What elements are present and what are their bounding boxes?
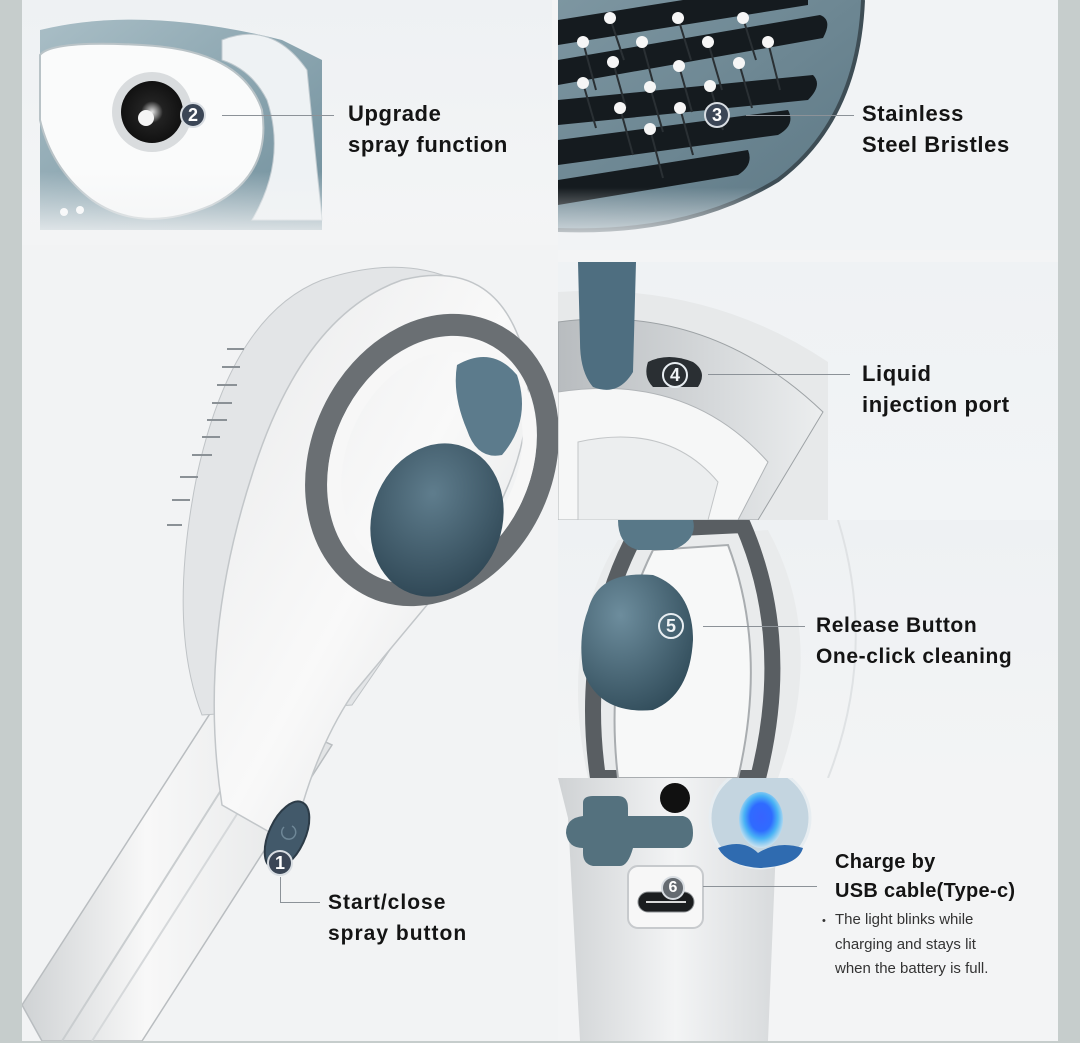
panel-spray-function: 2 Upgrade spray function: [22, 0, 552, 245]
feature-title-line-1: Upgrade: [348, 101, 442, 126]
charging-led-indicator: [739, 792, 783, 848]
brush-product-illustration: [22, 266, 558, 1041]
feature-title-line-1: Charge by: [835, 851, 936, 873]
callout-leader-line: [703, 626, 805, 627]
feature-title: Upgrade spray function: [348, 98, 508, 160]
callout-leader-line: [703, 886, 817, 887]
callout-leader-line: [708, 374, 850, 375]
panel-liquid-injection-port: 4 Liquid injection port: [558, 262, 1058, 520]
charging-note-line-1: • The light blinks while: [822, 908, 988, 933]
panel-main-product: 1 Start/close spray button: [22, 245, 558, 1041]
feature-title: Start/close spray button: [328, 887, 467, 949]
callout-leader-line: [222, 115, 334, 116]
feature-title-line-2: injection port: [862, 392, 1010, 417]
feature-title: Liquid injection port: [862, 358, 1010, 420]
feature-number-badge: 3: [704, 102, 730, 128]
feature-number-badge: 4: [662, 362, 688, 388]
feature-number-badge: 5: [658, 613, 684, 639]
spray-nozzle-illustration: [22, 0, 552, 245]
feature-title-line-1: Release Button: [816, 614, 978, 637]
feature-number-badge: 6: [661, 876, 685, 900]
feature-title: Stainless Steel Bristles: [862, 98, 1010, 160]
feature-title: Charge by USB cable(Type-c): [835, 848, 1015, 906]
panel-usb-charging: 6 Charge by USB cable(Type-c) • The light…: [558, 778, 1058, 1041]
feature-number-badge: 2: [180, 102, 206, 128]
callout-leader-line: [280, 902, 320, 903]
feature-title-line-2: USB cable(Type-c): [835, 880, 1016, 902]
power-icon: [280, 825, 297, 840]
injection-port-illustration: [558, 262, 828, 520]
panel-release-button: 5 Release Button One-click cleaning: [558, 520, 1058, 778]
feature-title: Release Button One-click cleaning: [816, 610, 1012, 672]
feature-title-line-2: Steel Bristles: [862, 132, 1010, 157]
charging-note: • The light blinks while charging and sta…: [822, 908, 988, 981]
feature-title-line-2: spray function: [348, 132, 508, 157]
charging-note-line-3: when the battery is full.: [835, 960, 989, 977]
charging-note-line-2: charging and stays lit: [835, 936, 976, 953]
bullet: •: [822, 915, 826, 927]
feature-infographic: 2 Upgrade spray function: [22, 0, 1058, 1041]
release-button-illustration: [578, 520, 857, 778]
feature-title-line-1: Stainless: [862, 101, 965, 126]
feature-title-line-1: Start/close: [328, 891, 447, 914]
callout-leader-line: [280, 877, 281, 903]
feature-title-line-2: One-click cleaning: [816, 645, 1013, 668]
callout-leader-line: [746, 115, 854, 116]
feature-number-badge: 1: [267, 850, 293, 876]
feature-title-line-2: spray button: [328, 922, 468, 945]
panel-steel-bristles: 3 Stainless Steel Bristles: [558, 0, 1058, 250]
feature-title-line-1: Liquid: [862, 361, 932, 386]
usb-c-port-illustration: [558, 778, 812, 1041]
note-text: The light blinks while: [835, 911, 974, 928]
